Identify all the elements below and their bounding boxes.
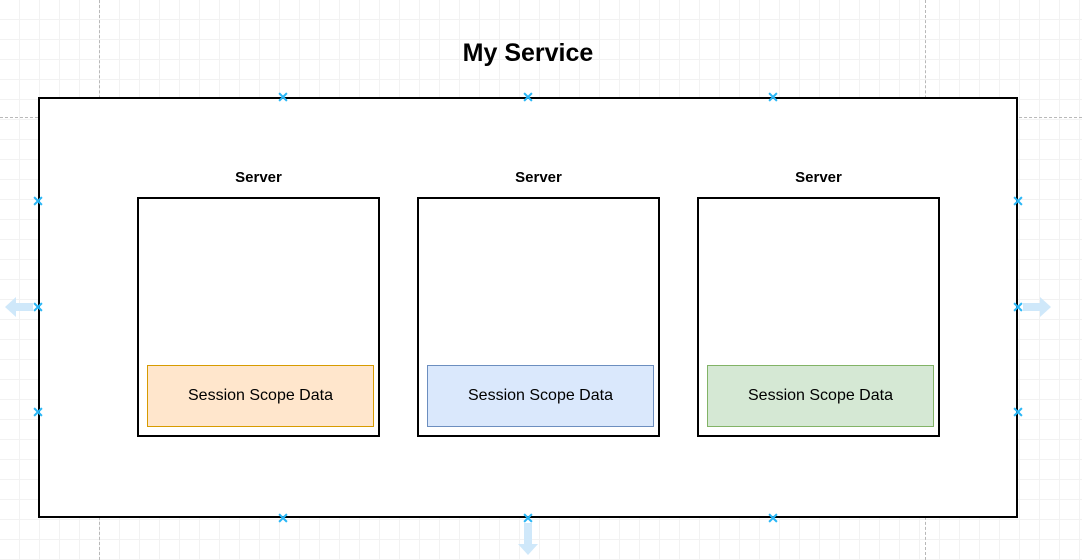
connection-handle-right-top[interactable] xyxy=(1013,196,1024,207)
server-label-2: Server xyxy=(515,169,562,186)
server-box-3[interactable]: Session Scope Data xyxy=(697,197,940,437)
connection-handle-top-left[interactable] xyxy=(278,92,289,103)
connection-handle-bottom-left[interactable] xyxy=(278,513,289,524)
server-label-1: Server xyxy=(235,169,282,186)
server-box-1[interactable]: Session Scope Data xyxy=(137,197,380,437)
page-title: My Service xyxy=(462,39,594,67)
connection-handle-left-middle[interactable] xyxy=(33,302,44,313)
session-scope-data-3[interactable]: Session Scope Data xyxy=(707,365,934,427)
session-scope-data-2[interactable]: Session Scope Data xyxy=(427,365,654,427)
connection-handle-left-bottom[interactable] xyxy=(33,407,44,418)
connection-handle-right-bottom[interactable] xyxy=(1013,407,1024,418)
connection-handle-left-top[interactable] xyxy=(33,196,44,207)
session-scope-data-1[interactable]: Session Scope Data xyxy=(147,365,374,427)
connection-handle-top-right[interactable] xyxy=(768,92,779,103)
server-label-3: Server xyxy=(795,169,842,186)
connection-handle-bottom-right[interactable] xyxy=(768,513,779,524)
server-box-2[interactable]: Session Scope Data xyxy=(417,197,660,437)
arrow-right-icon[interactable] xyxy=(1022,293,1052,321)
arrow-down-icon[interactable] xyxy=(514,522,542,556)
arrow-left-icon[interactable] xyxy=(4,293,34,321)
connection-handle-top-center[interactable] xyxy=(523,92,534,103)
